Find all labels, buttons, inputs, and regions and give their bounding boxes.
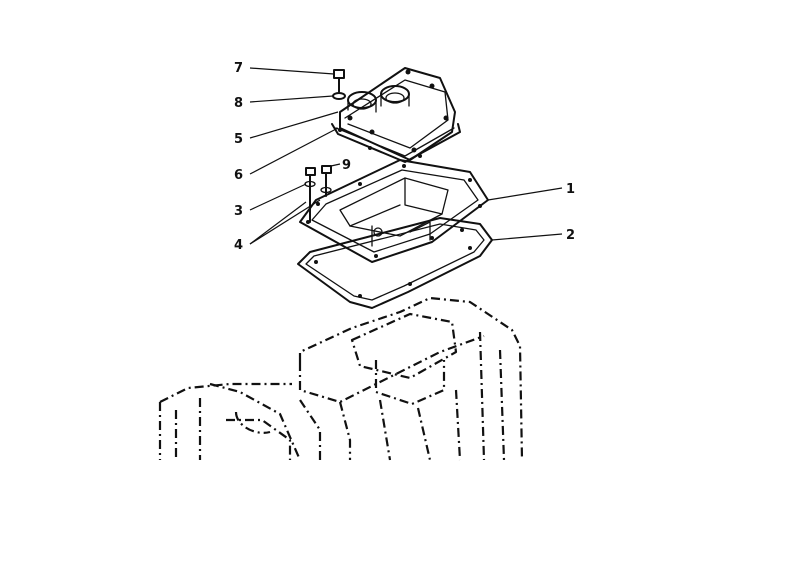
cover-gasket	[331, 123, 461, 163]
lower-gasket	[297, 217, 493, 309]
top-cover	[339, 67, 456, 161]
callout-8: 8	[234, 96, 243, 111]
callout-labels: 7 8 5 6 3 4 9 1 2	[234, 61, 575, 253]
bolt-9	[320, 165, 332, 197]
callout-3: 3	[234, 204, 243, 219]
callout-6: 6	[234, 168, 243, 183]
callout-7: 7	[234, 61, 243, 76]
callout-2: 2	[566, 228, 575, 243]
gearbox-housing	[158, 296, 524, 461]
callout-1: 1	[566, 182, 575, 197]
washer-8	[332, 92, 346, 100]
leader-lines	[249, 67, 563, 245]
callout-9: 9	[342, 158, 351, 173]
callout-5: 5	[234, 132, 243, 147]
callout-4: 4	[234, 238, 243, 253]
bolt-7	[333, 69, 345, 93]
intermediate-housing	[299, 159, 489, 263]
